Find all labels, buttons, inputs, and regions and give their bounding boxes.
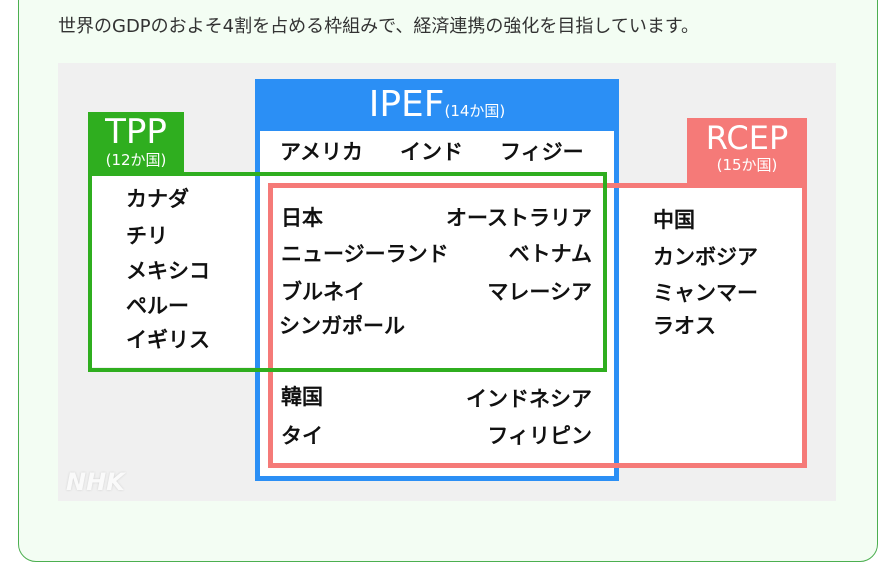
country: インドネシア xyxy=(466,387,592,411)
country: 日本 xyxy=(281,206,323,230)
ipef-header: IPEF(14か国) xyxy=(255,79,619,131)
rcep-frame xyxy=(268,183,807,468)
country: ペルー xyxy=(126,294,189,318)
rcep-area xyxy=(613,187,803,465)
tpp-frame xyxy=(88,172,607,372)
tpp-title: TPP xyxy=(105,112,167,152)
country: タイ xyxy=(281,424,323,448)
rcep-title: RCEP xyxy=(705,119,789,157)
country: ミャンマー xyxy=(653,281,758,305)
rcep-count: (15か国) xyxy=(716,156,778,174)
country: メキシコ xyxy=(126,259,210,283)
country: アメリカ xyxy=(280,140,363,164)
country: インド xyxy=(400,140,463,164)
country: 中国 xyxy=(653,208,695,232)
country: カンボジア xyxy=(653,245,758,269)
country: ベトナム xyxy=(508,242,592,266)
country: ニュージーランド xyxy=(281,242,449,266)
country: ラオス xyxy=(653,314,716,338)
country: シンガポール xyxy=(279,314,405,338)
trade-framework-diagram: IPEF(14か国) RCEP (15か国) TPP (12か国) アメリカ イ… xyxy=(58,63,836,501)
country: オーストラリア xyxy=(446,206,592,230)
country: マレーシア xyxy=(487,280,592,304)
lead-text: 世界のGDPのおよそ4割を占める枠組みで、経済連携の強化を目指しています。 xyxy=(58,16,700,37)
country: カナダ xyxy=(126,187,189,211)
country: ブルネイ xyxy=(281,280,365,304)
country: 韓国 xyxy=(281,385,323,409)
rcep-header: RCEP (15か国) xyxy=(687,118,807,188)
ipef-frame xyxy=(255,79,619,481)
tpp-area xyxy=(92,176,262,367)
ipef-title: IPEF xyxy=(368,84,445,125)
nhk-watermark: NHK xyxy=(66,468,125,496)
country: イギリス xyxy=(126,328,210,352)
country: チリ xyxy=(126,224,168,248)
country: フィリピン xyxy=(487,424,592,448)
tpp-count: (12か国) xyxy=(105,151,167,169)
ipef-count: (14か国) xyxy=(444,102,506,120)
tpp-header: TPP (12か国) xyxy=(88,112,184,175)
country: フィジー xyxy=(500,140,584,164)
